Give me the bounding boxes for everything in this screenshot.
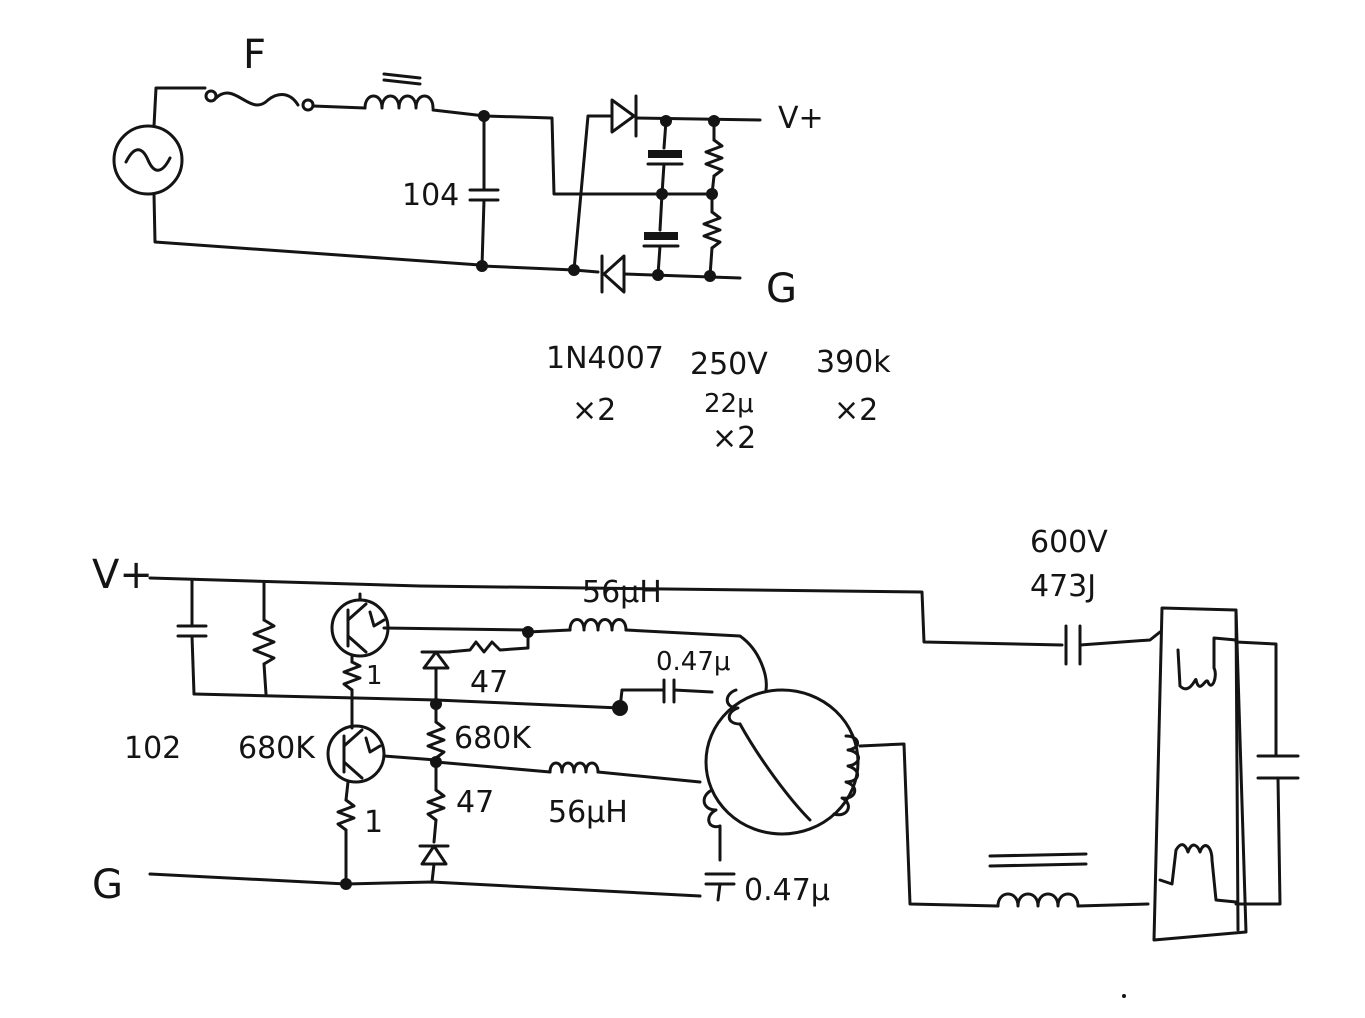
fluorescent-tube [1152, 606, 1300, 942]
output-cap-value-label: 473J [1030, 569, 1096, 604]
resistor-emitter-bottom [336, 780, 356, 886]
diode-type-label: 1N4007 [546, 341, 664, 376]
transistor-bottom [326, 724, 438, 784]
power-supply-section: F 104 V+ [112, 32, 891, 456]
cap-value-label: 22μ [704, 389, 754, 419]
wire-source-top [152, 86, 207, 128]
cap-plate [648, 150, 682, 158]
wire-transformer-output [858, 742, 1000, 908]
electrolytic-cap-bottom [642, 192, 680, 277]
wire-mid-bus [192, 692, 622, 710]
cap-plate [644, 232, 678, 240]
filter-cap-label: 104 [402, 178, 459, 213]
bleeder-resistor-bottom [702, 192, 722, 278]
junction-dot [652, 269, 664, 281]
output-cap-voltage-label: 600V [1030, 525, 1108, 560]
bottom-diode [600, 254, 626, 294]
wire-rectifier-left [572, 114, 612, 272]
cap-047-bottom-label: 0.47μ [744, 873, 830, 908]
output-capacitor-473j [1064, 624, 1162, 666]
resistor-emitter-top [342, 654, 362, 730]
cap-047-top-label: 0.47μ [656, 647, 730, 677]
wire-vplus [634, 116, 762, 122]
wire-top-rail [431, 108, 662, 196]
top-diode [610, 94, 638, 138]
stray-mark [1122, 994, 1126, 998]
res-47-bottom-label: 47 [456, 785, 494, 820]
cap-qty-label: ×2 [712, 421, 756, 456]
diode-qty-label: ×2 [572, 393, 616, 428]
fuse [204, 89, 315, 112]
ballast-inductor [988, 852, 1150, 908]
toroid-transformer [702, 688, 860, 862]
res-680k-mid-label: 680K [454, 721, 532, 756]
res-680k-left-label: 680K [238, 731, 316, 766]
capacitor-047-top [618, 678, 714, 710]
bleeder-resistor-top [704, 119, 724, 196]
resistor-47-bottom [426, 760, 446, 844]
ac-source [112, 124, 184, 196]
resistor-value-label: 390k [816, 345, 891, 380]
resistor-680k-left [252, 580, 276, 696]
inductor-56uh-top [526, 618, 768, 692]
wire-inverter-ground-rail [148, 872, 702, 898]
resistor-47-top [446, 630, 530, 654]
inverter-vplus-label: V+ [92, 552, 153, 598]
cap-voltage-label: 250V [690, 347, 768, 382]
inductor-56uh-bottom [434, 760, 702, 784]
junction-dot [704, 270, 716, 282]
res-emitter-bottom-label: 1 [364, 805, 383, 840]
inductor-bottom-label: 56μH [548, 795, 628, 830]
vplus-label: V+ [778, 101, 824, 136]
electrolytic-cap-top [646, 119, 684, 196]
inductor-top-label: 56μH [582, 575, 662, 610]
ground-label: G [766, 266, 797, 312]
capacitor-102 [176, 578, 208, 696]
capacitor-047-bottom [704, 872, 736, 902]
diode-bottom [418, 844, 450, 884]
diode-top [420, 650, 452, 702]
wire-ground [622, 272, 742, 280]
input-inductor [363, 72, 435, 110]
filter-capacitor-104 [468, 114, 500, 268]
junction-dot [340, 878, 352, 890]
res-emitter-top-label: 1 [366, 661, 383, 691]
cap-102-label: 102 [124, 731, 181, 766]
fuse-label: F [243, 32, 266, 78]
transistor-top [330, 598, 532, 658]
inverter-ground-label: G [92, 862, 123, 908]
resistor-qty-label: ×2 [834, 393, 878, 428]
wire-source-bottom [152, 192, 482, 267]
resistor-680k-mid [426, 702, 446, 760]
wire-inverter-vplus-rail [148, 576, 1064, 647]
wire-bottom-rail [480, 264, 600, 274]
res-47-top-label: 47 [470, 665, 508, 700]
wire-fuse-inductor [311, 104, 367, 110]
inverter-section: V+ G 102 680K [92, 525, 1300, 942]
